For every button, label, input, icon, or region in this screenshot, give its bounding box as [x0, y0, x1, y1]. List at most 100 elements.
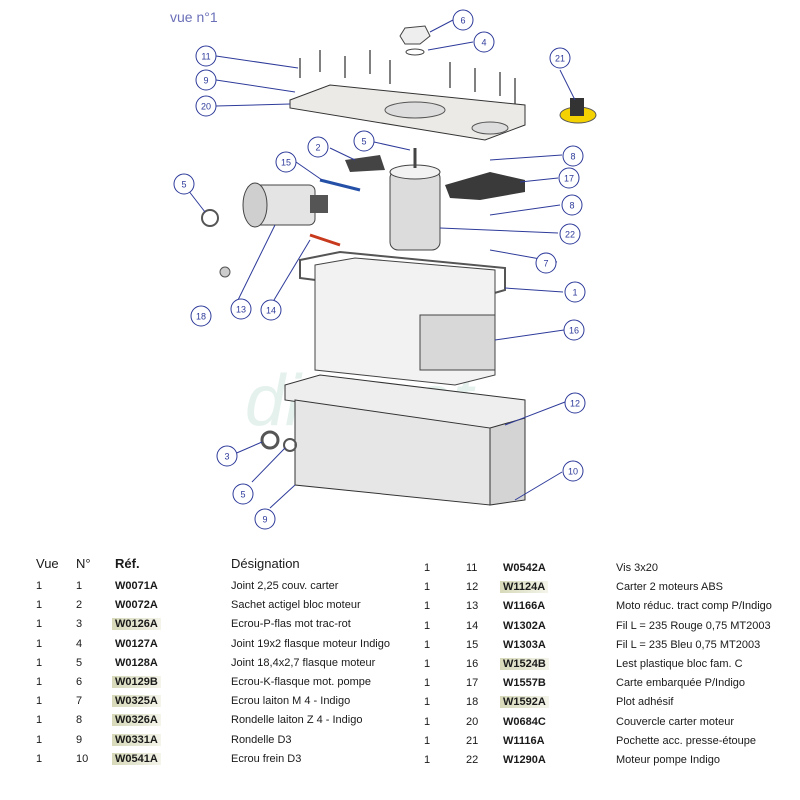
callout-5: 5: [353, 130, 375, 152]
cell-vue: 1: [424, 638, 431, 651]
svg-text:13: 13: [236, 305, 246, 315]
gland-part: [559, 98, 597, 124]
cell-num: 11: [466, 562, 478, 574]
svg-text:7: 7: [543, 259, 548, 269]
callout-9: 9: [195, 69, 217, 91]
cell-vue: 1: [424, 619, 431, 632]
svg-text:8: 8: [570, 152, 575, 162]
header-vue: Vue: [36, 556, 59, 571]
cover-plate: [289, 84, 526, 141]
cell-num: 16: [466, 658, 479, 670]
cell-num: 22: [466, 754, 479, 766]
screws: [299, 50, 516, 104]
cell-ref: W0542A: [503, 562, 546, 574]
cell-ref: W0331A: [112, 733, 161, 746]
svg-text:17: 17: [564, 174, 574, 184]
cell-des: Rondelle D3: [231, 733, 292, 746]
svg-text:8: 8: [569, 201, 574, 211]
callout-7: 7: [535, 252, 557, 274]
joint-5-left-part: [201, 209, 219, 227]
cell-vue: 1: [36, 752, 43, 765]
cell-des: Moteur pompe Indigo: [616, 754, 720, 766]
blue-wire: [319, 178, 361, 192]
callout-5: 5: [232, 483, 254, 505]
cell-num: 7: [76, 695, 83, 708]
callout-8: 8: [562, 145, 584, 167]
cell-ref: W1557B: [503, 677, 546, 690]
cell-num: 12: [466, 581, 479, 594]
cell-des: Sachet actigel bloc moteur: [231, 599, 361, 612]
cell-num: 15: [466, 638, 479, 651]
cell-vue: 1: [424, 734, 431, 747]
cell-des: Ecrou-P-flas mot trac-rot: [231, 618, 351, 631]
table-header: Vue N° Réf. Désignation: [36, 556, 416, 574]
svg-text:14: 14: [266, 306, 276, 316]
cell-ref: W1124A: [500, 581, 549, 594]
cell-vue: 1: [424, 754, 431, 766]
cell-num: 18: [466, 696, 479, 709]
cell-ref: W0325A: [112, 695, 161, 708]
carter-housing: [284, 374, 526, 506]
cell-des: Carte embarquée P/Indigo: [616, 677, 746, 690]
cell-ref: W1303A: [503, 638, 546, 651]
cell-des: Rondelle laiton Z 4 - Indigo: [231, 714, 363, 727]
sachet-part: [345, 155, 385, 172]
header-num: N°: [76, 556, 91, 571]
svg-text:9: 9: [262, 515, 267, 525]
svg-text:15: 15: [281, 158, 291, 168]
callout-13: 13: [230, 298, 252, 320]
callout-3: 3: [216, 445, 238, 467]
svg-text:5: 5: [361, 137, 366, 147]
cell-num: 20: [466, 715, 479, 728]
cell-ref: W0541A: [112, 752, 161, 765]
cell-des: Fil L = 235 Bleu 0,75 MT2003: [616, 638, 761, 651]
svg-text:18: 18: [196, 312, 206, 322]
cell-des: Joint 19x2 flasque moteur Indigo: [231, 637, 390, 650]
cell-des: Lest plastique bloc fam. C: [616, 658, 743, 670]
pump-motor: [389, 148, 441, 251]
cell-vue: 1: [424, 677, 431, 690]
table-row: 1 15 W1303A Fil L = 235 Bleu 0,75 MT2003: [424, 639, 764, 657]
cell-vue: 1: [36, 580, 43, 592]
svg-text:21: 21: [555, 54, 565, 64]
callout-6: 6: [452, 9, 474, 31]
cell-vue: 1: [36, 714, 43, 727]
callout-22: 22: [559, 223, 581, 245]
cell-des: Ecrou frein D3: [231, 752, 302, 765]
cell-des: Fil L = 235 Rouge 0,75 MT2003: [616, 619, 771, 632]
red-wire: [309, 233, 341, 247]
joint-5-part: [283, 438, 297, 452]
cell-num: 2: [76, 599, 83, 612]
cell-vue: 1: [36, 733, 43, 746]
cell-ref: W0071A: [115, 580, 158, 592]
svg-text:12: 12: [570, 399, 580, 409]
svg-text:6: 6: [460, 16, 465, 26]
callout-8: 8: [561, 194, 583, 216]
cell-des: Plot adhésif: [616, 696, 674, 709]
nut-part: [399, 25, 431, 56]
svg-text:22: 22: [565, 230, 575, 240]
cell-num: 5: [76, 656, 83, 669]
cell-des: Vis 3x20: [616, 562, 658, 574]
svg-text:20: 20: [201, 102, 211, 112]
svg-text:3: 3: [224, 452, 229, 462]
svg-text:9: 9: [203, 76, 208, 86]
cell-vue: 1: [424, 715, 431, 728]
cell-ref: W0072A: [115, 599, 158, 612]
cell-vue: 1: [36, 676, 43, 688]
svg-text:4: 4: [481, 38, 486, 48]
cell-ref: W0126A: [112, 618, 161, 631]
callout-1: 1: [564, 281, 586, 303]
cell-ref: W0128A: [115, 656, 158, 669]
